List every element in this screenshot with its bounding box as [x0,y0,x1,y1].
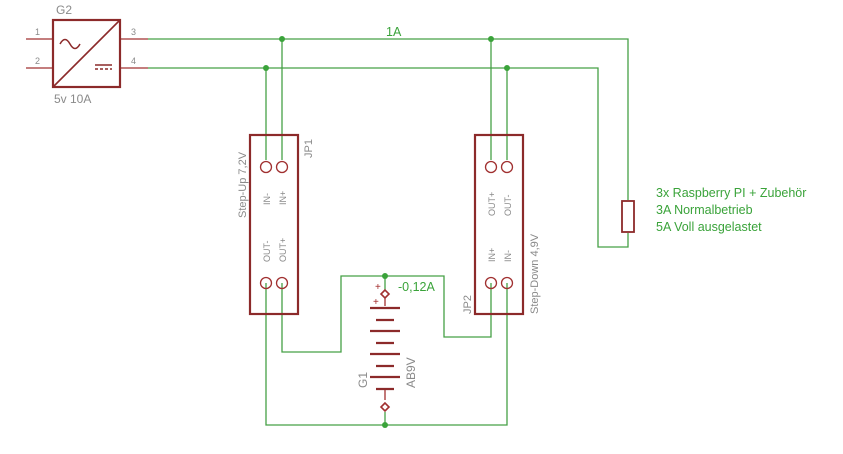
power-supply-g2[interactable]: G2 5v 10A 1 2 3 4 [26,3,148,106]
battery-plus-mark-inner: + [373,297,379,308]
current-label-main: 1A [386,25,402,39]
stepdown-pin-in-minus: IN- [503,250,513,262]
stepup-pin-out-plus: OUT+ [278,238,288,262]
stepup-pad-in-plus [275,160,289,174]
ps-pin3-label: 3 [131,27,136,37]
stepup-pad-in-minus [259,160,273,174]
ac-wave-icon [59,38,81,50]
load-notes: 3x Raspberry PI + Zubehör 3A Normalbetri… [656,186,806,234]
battery-plus-mark: + [375,282,381,293]
stepup-name: JP1 [303,139,315,158]
stepdown-body [473,133,525,316]
load-note-line: 3A Normalbetrieb [656,203,753,217]
junction-dot [504,65,510,71]
stepup-pin-in-plus: IN+ [278,191,288,205]
battery-value: AB9V [404,357,418,388]
ps-name: G2 [56,3,72,17]
ps-pin2-label: 2 [35,56,40,66]
stepdown-pad-out-minus [500,160,514,174]
stepup-label: Step-Up 7,2V [237,151,249,218]
junction-dot [488,36,494,42]
wire-rail-pin4 [148,67,629,248]
wire-rail-pin3 [148,38,629,200]
wire-stepup-out-plus [281,275,492,353]
stepdown-pin-out-plus: OUT+ [487,192,497,216]
stepdown-pin-in-plus: IN+ [487,248,497,262]
stepup-pin-out-minus: OUT- [262,240,272,262]
step-down-module-jp2[interactable]: OUT+ OUT- IN+ IN- Step-Down 4,9V JP2 [462,133,541,316]
ps-diagonal [52,19,121,88]
stepdown-name: JP2 [462,295,474,314]
junction-dot [382,273,388,279]
ps-body [51,18,122,89]
stepdown-pad-out-plus [484,160,498,174]
junction-dot [279,36,285,42]
battery-current: -0,12A [398,280,435,294]
load-note-line: 5A Voll ausgelastet [656,220,762,234]
load-note-line: 3x Raspberry PI + Zubehör [656,186,806,200]
step-up-module-jp1[interactable]: IN- IN+ OUT- OUT+ Step-Up 7,2V JP1 [237,133,315,316]
battery-minus-terminal [379,401,391,413]
ps-pin4-label: 4 [131,56,136,66]
stepdown-label: Step-Down 4,9V [529,233,541,314]
battery-g1[interactable]: + + -0,12A G1 AB9V [356,280,435,413]
junction-dot [263,65,269,71]
stepup-pin-in-minus: IN- [262,193,272,205]
ps-value: 5v 10A [54,92,91,106]
battery-plus-terminal [379,288,391,300]
load-resistor[interactable] [621,200,635,233]
stepup-pad-out-minus [259,276,273,290]
junctions [263,36,510,428]
stepup-body [248,133,300,316]
stepdown-pad-in-plus [484,276,498,290]
battery-name: G1 [356,372,370,388]
junction-dot [382,422,388,428]
load-body [621,200,635,233]
ps-pin1-label: 1 [35,27,40,37]
stepdown-pin-out-minus: OUT- [503,194,513,216]
stepdown-pad-in-minus [500,276,514,290]
stepup-pad-out-plus [275,276,289,290]
